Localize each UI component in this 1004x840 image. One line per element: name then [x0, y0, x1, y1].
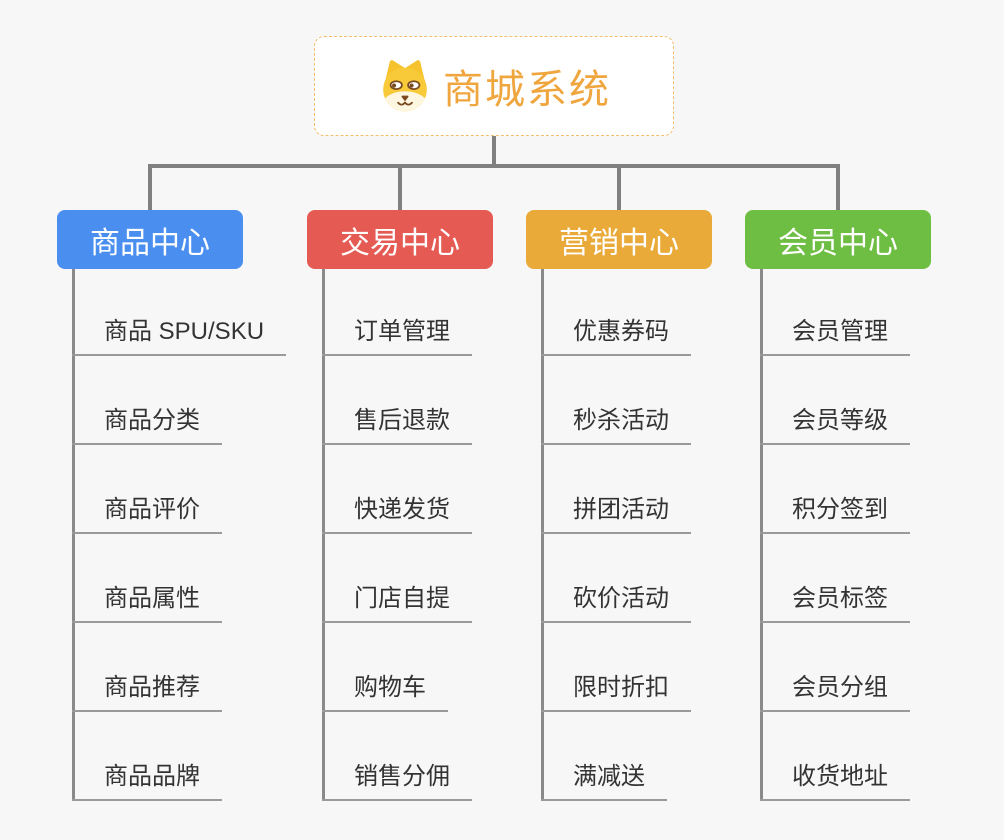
- subtopic-product-attribute[interactable]: 商品属性: [72, 584, 222, 623]
- subtopic-member-tag[interactable]: 会员标签: [760, 584, 910, 623]
- subtopic-group-buy[interactable]: 拼团活动: [541, 495, 691, 534]
- subtopic-express-delivery[interactable]: 快递发货: [322, 495, 472, 534]
- subtopic-points-checkin[interactable]: 积分签到: [760, 495, 910, 534]
- subtopic-sales-commission[interactable]: 销售分佣: [322, 762, 472, 801]
- connector-horizontal-rail: [148, 164, 840, 168]
- branch-trunk-marketing-center: [541, 269, 544, 801]
- connector-drop-marketing: [617, 164, 621, 210]
- root-topic[interactable]: 商城系统: [314, 36, 674, 136]
- branch-trunk-trade-center: [322, 269, 325, 801]
- connector-drop-member: [836, 164, 840, 210]
- connector-root-drop: [492, 136, 496, 168]
- branch-topic-trade-center[interactable]: 交易中心: [307, 210, 493, 269]
- branch-topic-label: 商品中心: [90, 226, 210, 260]
- branch-topic-label: 交易中心: [340, 226, 460, 260]
- shiba-dog-icon: [377, 57, 433, 115]
- subtopic-order-management[interactable]: 订单管理: [322, 317, 472, 356]
- connector-drop-trade: [398, 164, 402, 210]
- branch-topic-label: 会员中心: [778, 226, 898, 260]
- subtopic-product-review[interactable]: 商品评价: [72, 495, 222, 534]
- branch-trunk-product-center: [72, 269, 75, 801]
- branch-topic-label: 营销中心: [559, 226, 679, 260]
- subtopic-limited-time-discount[interactable]: 限时折扣: [541, 673, 691, 712]
- branch-topic-member-center[interactable]: 会员中心: [745, 210, 931, 269]
- subtopic-after-sale-refund[interactable]: 售后退款: [322, 406, 472, 445]
- subtopic-shopping-cart[interactable]: 购物车: [322, 673, 448, 712]
- branch-topic-product-center[interactable]: 商品中心: [57, 210, 243, 269]
- branch-topic-marketing-center[interactable]: 营销中心: [526, 210, 712, 269]
- subtopic-store-pickup[interactable]: 门店自提: [322, 584, 472, 623]
- subtopic-shipping-address[interactable]: 收货地址: [760, 762, 910, 801]
- subtopic-spend-and-save[interactable]: 满减送: [541, 762, 667, 801]
- connector-drop-product: [148, 164, 152, 210]
- subtopic-product-recommend[interactable]: 商品推荐: [72, 673, 222, 712]
- subtopic-product-spu-sku[interactable]: 商品 SPU/SKU: [72, 317, 287, 356]
- subtopic-flash-sale[interactable]: 秒杀活动: [541, 406, 691, 445]
- subtopic-member-management[interactable]: 会员管理: [760, 317, 910, 356]
- subtopic-product-category[interactable]: 商品分类: [72, 406, 222, 445]
- subtopic-product-brand[interactable]: 商品品牌: [72, 762, 222, 801]
- subtopic-member-level[interactable]: 会员等级: [760, 406, 910, 445]
- subtopic-coupon-code[interactable]: 优惠券码: [541, 317, 691, 356]
- root-topic-label: 商城系统: [443, 68, 611, 112]
- subtopic-bargain-activity[interactable]: 砍价活动: [541, 584, 691, 623]
- branch-trunk-member-center: [760, 269, 763, 801]
- subtopic-member-group[interactable]: 会员分组: [760, 673, 910, 712]
